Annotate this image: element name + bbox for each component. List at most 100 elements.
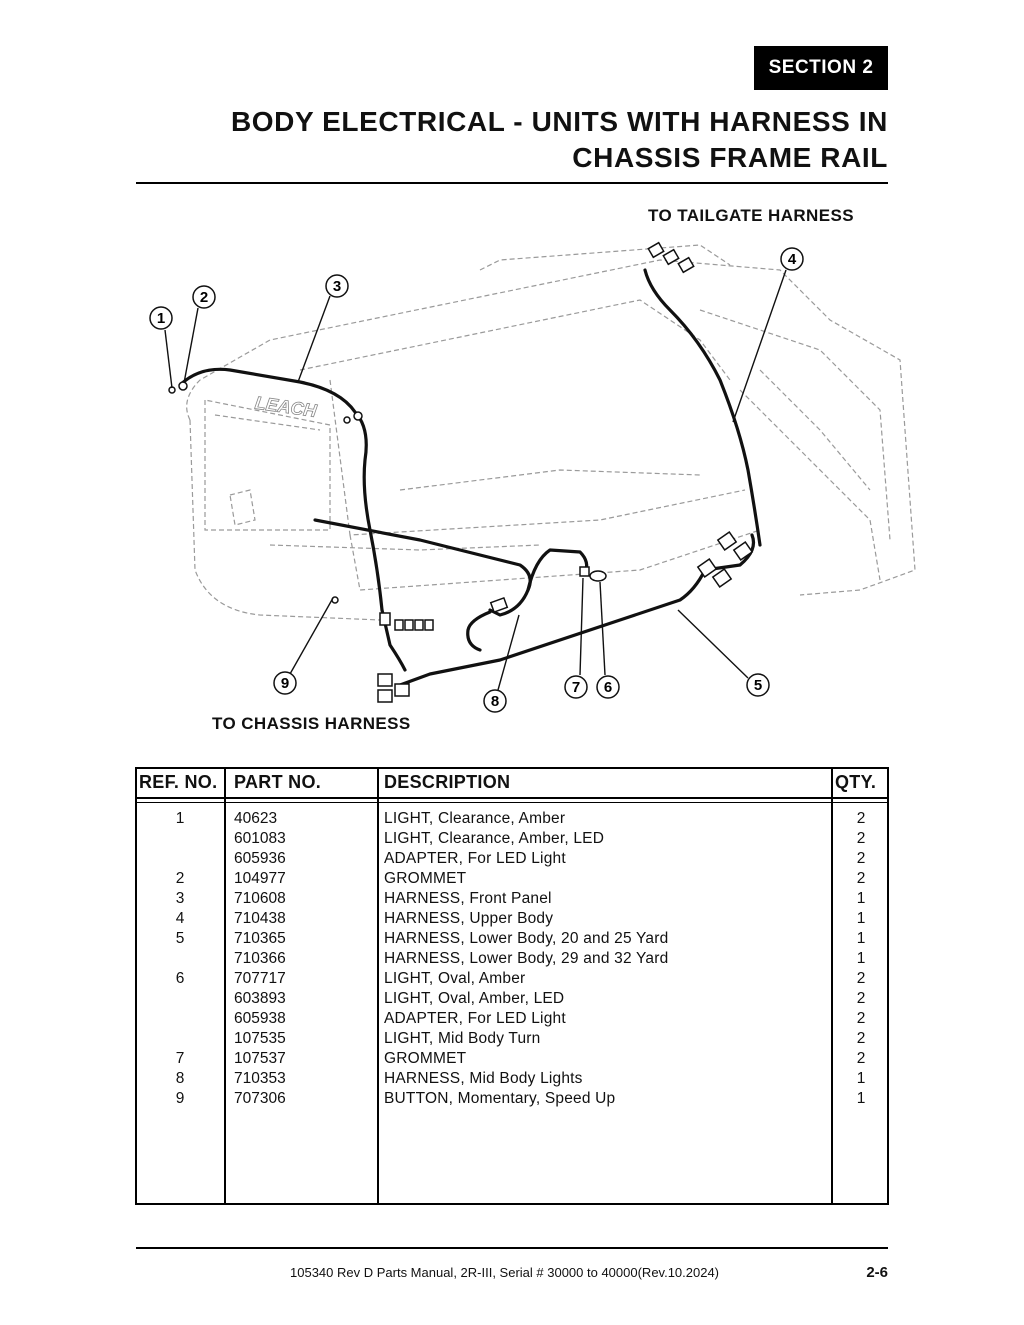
page-title-line-2: CHASSIS FRAME RAIL — [572, 142, 888, 173]
svg-text:3: 3 — [333, 278, 341, 295]
part-cell: 601083 — [234, 830, 286, 847]
ref-cell: 5 — [175, 930, 185, 947]
ref-cell: 7 — [175, 1050, 185, 1067]
callout-7: 7 — [564, 675, 588, 699]
callout-4: 4 — [780, 247, 804, 271]
callout-6: 6 — [596, 675, 620, 699]
qty-cell: 1 — [856, 1070, 866, 1087]
column-header-ref: REF. NO. — [139, 772, 218, 792]
qty-cell: 1 — [856, 1090, 866, 1107]
part-cell: 710366 — [234, 950, 286, 967]
mid-body-branch — [526, 548, 589, 592]
callout-5: 5 — [746, 673, 770, 697]
header-rule — [137, 797, 887, 799]
qty-cell: 2 — [856, 1030, 866, 1047]
part-cell: 605938 — [234, 1010, 286, 1027]
lower-body-harness — [398, 568, 707, 687]
part-cell: 710608 — [234, 890, 286, 907]
qty-cell: 2 — [856, 1050, 866, 1067]
column-divider — [377, 769, 379, 1203]
callout-8: 8 — [483, 689, 507, 713]
title-rule — [136, 182, 888, 184]
table-row: 605936 ADAPTER, For LED Light 2 — [137, 849, 887, 869]
ref-cell: 8 — [175, 1070, 185, 1087]
table-row: 605938 ADAPTER, For LED Light 2 — [137, 1009, 887, 1029]
body-brand-logo: LEACH — [254, 393, 319, 422]
description-cell: ADAPTER, For LED Light — [384, 1010, 566, 1027]
callout-2: 2 — [192, 285, 216, 309]
part-cell: 707306 — [234, 1090, 286, 1107]
callout-9: 9 — [273, 671, 297, 695]
part-cell: 40623 — [234, 810, 278, 827]
table-row: 710366 HARNESS, Lower Body, 29 and 32 Yar… — [137, 949, 887, 969]
description-cell: HARNESS, Lower Body, 20 and 25 Yard — [384, 930, 669, 947]
svg-text:6: 6 — [604, 679, 612, 696]
description-cell: LIGHT, Clearance, Amber — [384, 810, 566, 827]
svg-text:4: 4 — [788, 251, 797, 268]
table-row: 5 710365 HARNESS, Lower Body, 20 and 25 Ya… — [137, 929, 887, 949]
wiring-diagram: LEACH — [0, 190, 1024, 750]
page-number: 2-6 — [866, 1264, 888, 1281]
qty-cell: 1 — [856, 930, 866, 947]
section-badge: SECTION 2 — [754, 46, 888, 90]
ref-cell: 2 — [175, 870, 185, 887]
column-header-qty: QTY. — [835, 772, 877, 792]
tailgate-harness-label: TO TAILGATE HARNESS — [648, 206, 854, 225]
svg-text:7: 7 — [572, 679, 580, 696]
chassis-harness-label: TO CHASSIS HARNESS — [212, 714, 411, 733]
svg-text:5: 5 — [754, 677, 762, 694]
description-cell: LIGHT, Oval, Amber — [384, 970, 526, 987]
footer-text: 105340 Rev D Parts Manual, 2R-III, Seria… — [290, 1265, 720, 1280]
wiring-harnesses — [178, 268, 762, 687]
qty-cell: 2 — [856, 830, 866, 847]
description-cell: GROMMET — [384, 870, 467, 887]
description-cell: GROMMET — [384, 1050, 467, 1067]
svg-text:1: 1 — [157, 310, 165, 327]
column-divider — [831, 769, 833, 1203]
part-cell: 605936 — [234, 850, 286, 867]
part-cell: 107535 — [234, 1030, 286, 1047]
qty-cell: 2 — [856, 810, 866, 827]
upper-body-harness — [643, 268, 762, 547]
callout-bubbles: 1 2 3 4 5 6 7 8 9 — [149, 247, 804, 713]
description-cell: LIGHT, Mid Body Turn — [384, 1030, 541, 1047]
page-title: BODY ELECTRICAL - UNITS WITH HARNESS IN … — [231, 104, 888, 176]
svg-text:9: 9 — [281, 675, 289, 692]
svg-text:8: 8 — [491, 693, 499, 710]
column-header-description: DESCRIPTION — [384, 772, 511, 792]
part-cell: 710365 — [234, 930, 286, 947]
part-cell: 107537 — [234, 1050, 286, 1067]
part-cell: 710438 — [234, 910, 286, 927]
ref-cell: 6 — [175, 970, 185, 987]
footer-rule — [136, 1247, 888, 1249]
leader-lines — [164, 269, 787, 691]
qty-cell: 2 — [856, 1010, 866, 1027]
qty-cell: 1 — [856, 950, 866, 967]
part-cell: 707717 — [234, 970, 286, 987]
wiring-diagram-drawing: LEACH — [149, 241, 916, 713]
svg-text:2: 2 — [200, 289, 208, 306]
description-cell: ADAPTER, For LED Light — [384, 850, 566, 867]
qty-cell: 1 — [856, 910, 866, 927]
description-cell: LIGHT, Oval, Amber, LED — [384, 990, 565, 1007]
page-title-line-1: BODY ELECTRICAL - UNITS WITH HARNESS IN — [230, 106, 888, 137]
part-cell: 710353 — [234, 1070, 286, 1087]
callout-1: 1 — [149, 306, 173, 330]
description-cell: HARNESS, Lower Body, 29 and 32 Yard — [384, 950, 669, 967]
table-row: 9 707306 BUTTON, Momentary, Speed Up 1 — [137, 1089, 887, 1109]
ref-cell: 9 — [175, 1090, 185, 1107]
qty-cell: 2 — [856, 850, 866, 867]
truck-body-outline — [186, 244, 916, 621]
qty-cell: 2 — [856, 990, 866, 1007]
description-cell: BUTTON, Momentary, Speed Up — [384, 1090, 616, 1107]
column-divider — [224, 769, 226, 1203]
